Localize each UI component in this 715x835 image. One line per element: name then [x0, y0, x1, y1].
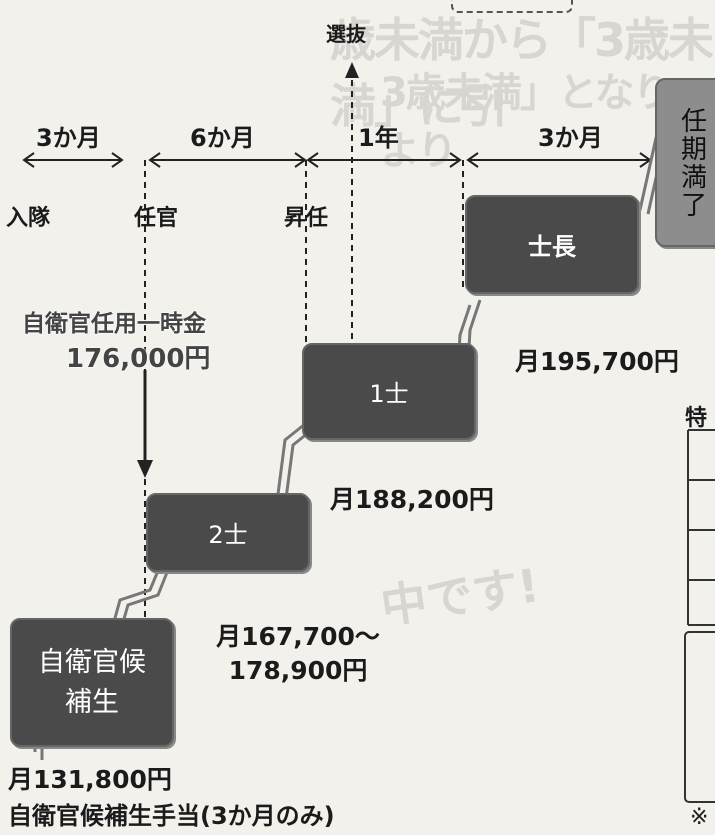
bonus-amount: 176,000円: [66, 344, 211, 374]
milestone-enlist: 入隊: [6, 206, 51, 231]
milestone-appointment: 任官: [134, 206, 179, 231]
note-mark: ※: [690, 805, 709, 830]
rank-block-candidate: 自衛官候補生: [10, 618, 174, 747]
milestone-promotion: 昇任: [284, 206, 329, 231]
rank-2-label: 2士: [208, 521, 248, 549]
duration-1: 3か月: [36, 124, 101, 152]
duration-3: 1年: [358, 124, 399, 152]
background-text-line2: 3歳未満」となり、より: [380, 70, 709, 174]
rank-block-term-end: 任期満了: [655, 78, 715, 247]
rank-candidate-label: 自衛官候補生: [38, 646, 146, 718]
bonus-title: 自衛官任用一時金: [22, 311, 206, 337]
rank-leading-label: 士長: [528, 233, 576, 261]
background-text-line1: 歳未満から「3歳未満」に引: [330, 13, 714, 133]
pay-candidate-note: 自衛官候補生手当(3か月のみ): [8, 802, 335, 830]
pay-rank1: 月188,200円: [330, 485, 494, 514]
pay-candidate: 月131,800円: [8, 765, 172, 794]
rank-block-1: 1士: [302, 343, 476, 440]
selection-label: 選抜: [326, 22, 366, 46]
rank-block-leading: 士長: [465, 195, 639, 294]
pay-rank2: 月167,700〜178,900円: [216, 622, 380, 685]
rank-1-label: 1士: [369, 380, 409, 408]
duration-4: 3か月: [538, 124, 603, 152]
rank-term-end-label: 任期満了: [676, 106, 707, 219]
duration-2: 6か月: [190, 124, 255, 152]
pay-leading: 月195,700円: [515, 347, 679, 376]
side-title-fragment: 特: [685, 406, 708, 431]
rank-block-2: 2士: [146, 493, 310, 572]
